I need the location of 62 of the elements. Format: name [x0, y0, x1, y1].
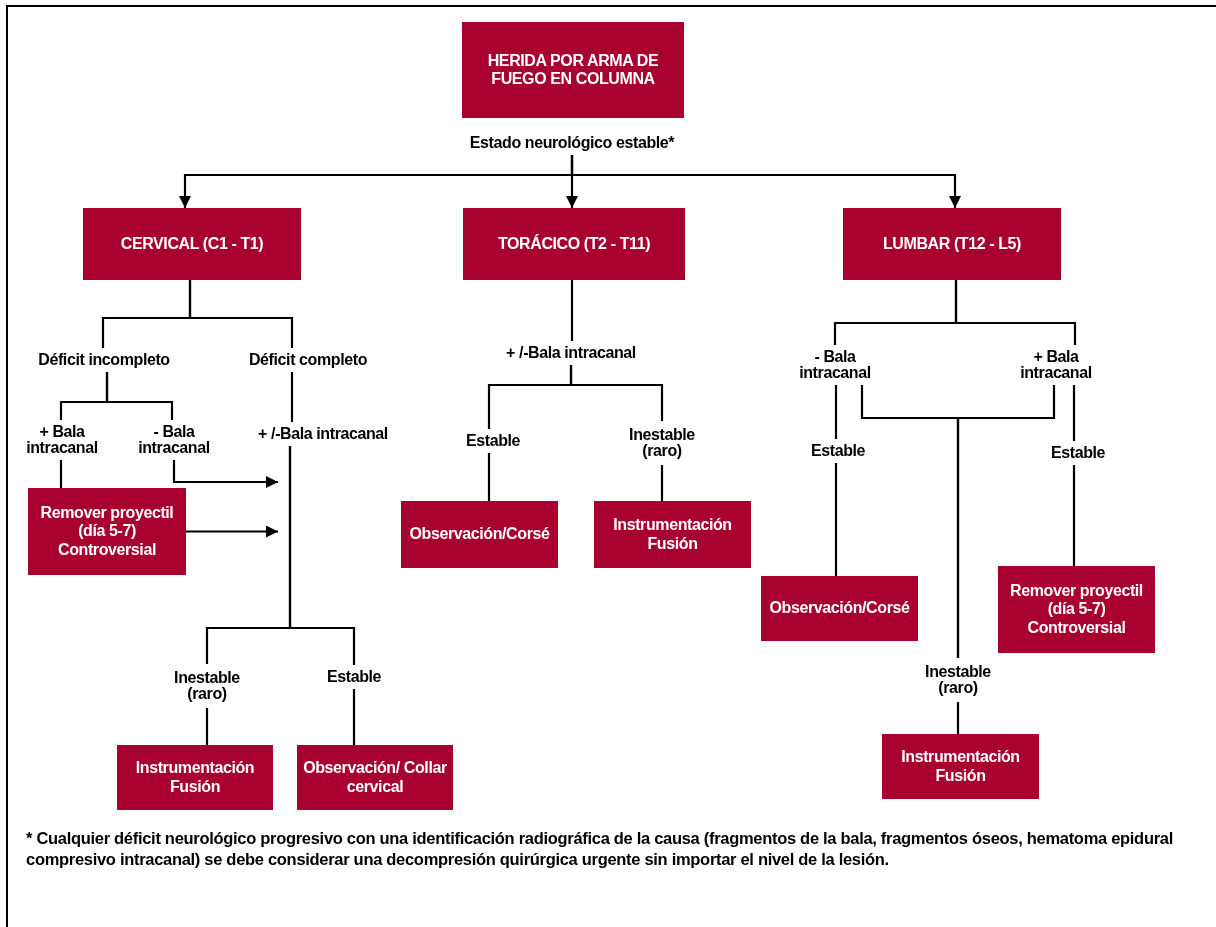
- connector-line: [105, 372, 174, 420]
- box-text: Instrumentación Fusión: [134, 759, 256, 796]
- box-text: CERVICAL (C1 - T1): [120, 234, 264, 254]
- process-box: [117, 745, 273, 810]
- connector-line: [487, 453, 491, 501]
- process-box: [401, 501, 558, 568]
- connector-line: [290, 372, 294, 422]
- arrow: [186, 525, 278, 538]
- box-text: Remover proyectil (día 5-7) Controversial: [39, 503, 175, 560]
- box-text: Instrumentación Fusión: [612, 516, 733, 553]
- connector-line: [188, 280, 294, 348]
- box-text: HERIDA POR ARMA DE FUEGO EN COLUMNA: [486, 51, 660, 89]
- process-box: [594, 501, 751, 568]
- box-text: LUMBAR (T12 - L5): [882, 234, 1022, 254]
- connector-line: [569, 365, 664, 421]
- branch-label: Déficit completo: [248, 352, 368, 368]
- box-text: TORÁCICO (T2 - T11): [497, 234, 651, 254]
- process-box: [843, 208, 1061, 280]
- branch-label: Inestable (raro): [173, 670, 241, 702]
- connector-line: [956, 702, 960, 734]
- branch-label: Déficit incompleto: [38, 352, 170, 368]
- connector-line: [205, 708, 209, 745]
- branch-label: Estable: [1050, 445, 1106, 461]
- branch-label: Inestable (raro): [628, 427, 696, 459]
- connector-line: [59, 460, 63, 488]
- connector-line: [570, 280, 574, 341]
- connector-line: [660, 465, 664, 501]
- branch-label: Estable: [326, 669, 382, 685]
- branch-label: + Bala intracanal: [1019, 349, 1093, 381]
- branch-label: - Bala intracanal: [798, 349, 872, 381]
- box-text: Observación/ Collar cervical: [302, 759, 448, 796]
- process-box: [882, 734, 1039, 799]
- process-box: [998, 566, 1155, 653]
- process-box: [83, 208, 301, 280]
- branch-label: + Bala intracanal: [25, 424, 99, 456]
- process-box: [462, 22, 684, 118]
- branch-label: - Bala intracanal: [137, 424, 211, 456]
- branch-label: Inestable (raro): [924, 664, 992, 696]
- box-text: Observación/Corsé: [409, 525, 550, 544]
- process-box: [463, 208, 685, 280]
- process-box: [28, 488, 186, 575]
- connector-line: [954, 280, 1077, 345]
- process-box: [761, 576, 918, 641]
- branch-label: Estable: [465, 433, 521, 449]
- box-text: Instrumentación Fusión: [900, 748, 1021, 785]
- connector-line: [1072, 385, 1076, 441]
- branch-label: + /-Bala intracanal: [506, 345, 636, 361]
- connector-line: [288, 446, 356, 665]
- arrow: [570, 155, 961, 208]
- connector-line: [352, 689, 356, 745]
- box-text: Remover proyectil (día 5-7) Controversial: [1009, 581, 1144, 638]
- connector-line: [956, 385, 1056, 658]
- connector-line: [834, 385, 838, 439]
- branch-label: Estado neurológico estable*: [469, 135, 675, 151]
- branch-label: + /-Bala intracanal: [258, 426, 388, 442]
- box-text: Observación/Corsé: [769, 599, 910, 618]
- footnote: * Cualquier déficit neurológico progresivo con una identificación radiográfica de la causa (fragmentos de la bala, fragmentos óseos, hematoma epidural compresivo intracanal) se debe considerar una decompresión quirúrgica urgente sin importar el nivel de la lesión.: [26, 828, 1174, 871]
- branch-label: Estable: [810, 443, 866, 459]
- connector-line: [834, 463, 838, 576]
- process-box: [297, 745, 453, 810]
- arrow: [172, 460, 278, 488]
- connector-line: [1072, 465, 1076, 566]
